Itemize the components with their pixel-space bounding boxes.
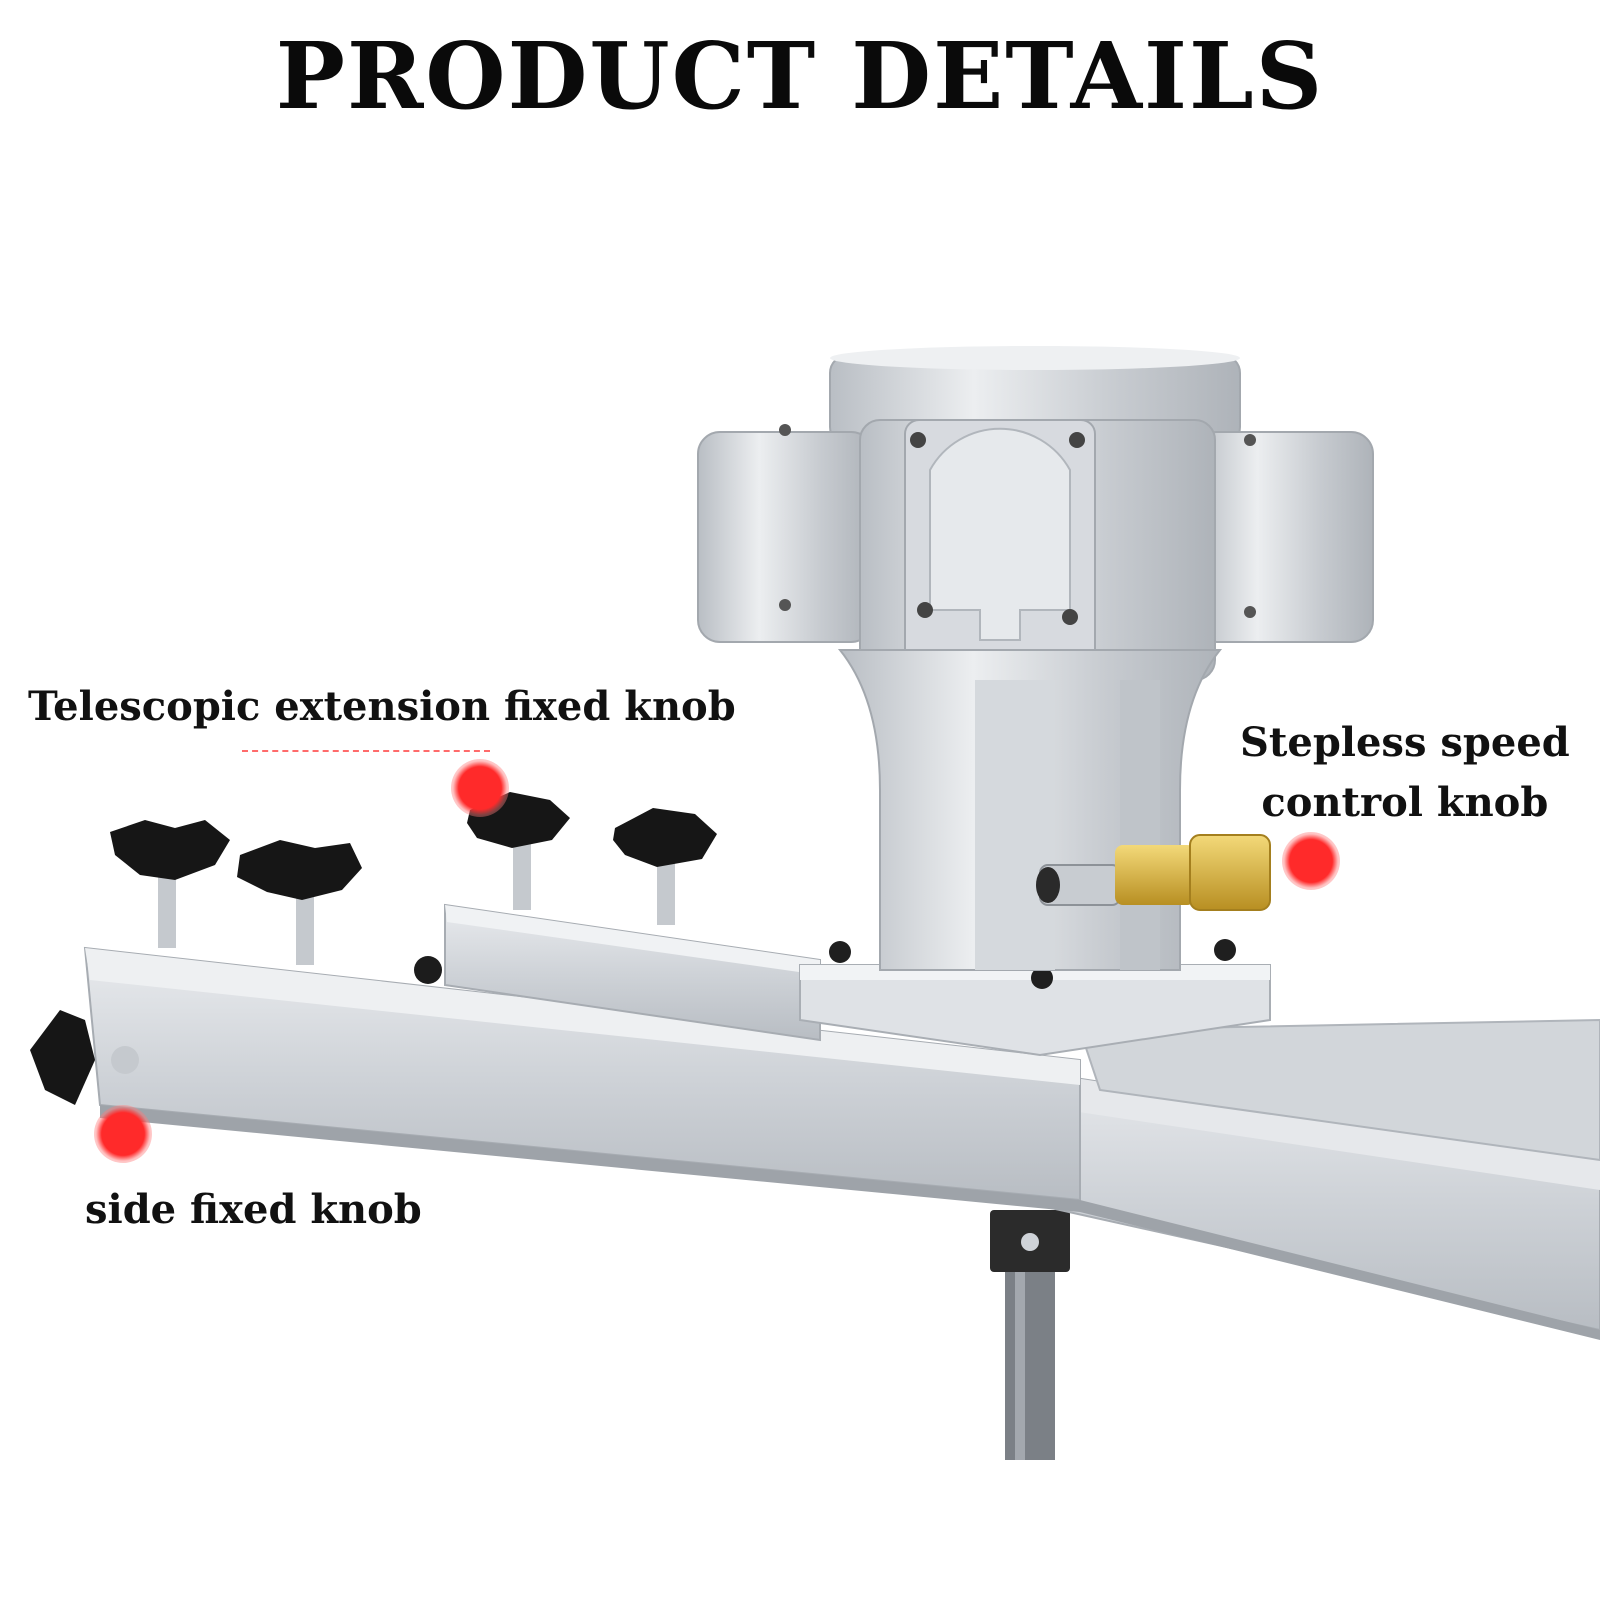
air-motor-body [697, 346, 1374, 971]
knob-2 [237, 840, 362, 965]
speed-control-valve [1036, 834, 1271, 911]
side-knob-marker [94, 1105, 152, 1163]
knob-4 [613, 808, 717, 925]
telescopic-dashed-line [242, 750, 490, 752]
label-telescopic-knob: Telescopic extension fixed knob [28, 683, 736, 730]
knob-1 [110, 820, 230, 948]
label-stepless-speed: Stepless speed control knob [1240, 713, 1570, 833]
rail-end-knob [414, 956, 442, 984]
support-pole [990, 1210, 1070, 1460]
label-stepless-line2: control knob [1261, 779, 1549, 826]
page-title: PRODUCT DETAILS [275, 22, 1325, 130]
label-stepless-line1: Stepless speed [1240, 719, 1570, 766]
stepless-knob-marker [1282, 832, 1340, 890]
telescopic-rail [444, 903, 821, 1042]
side-knob [30, 1010, 139, 1105]
label-side-knob: side fixed knob [85, 1186, 422, 1233]
telescopic-knob-marker [451, 759, 509, 817]
